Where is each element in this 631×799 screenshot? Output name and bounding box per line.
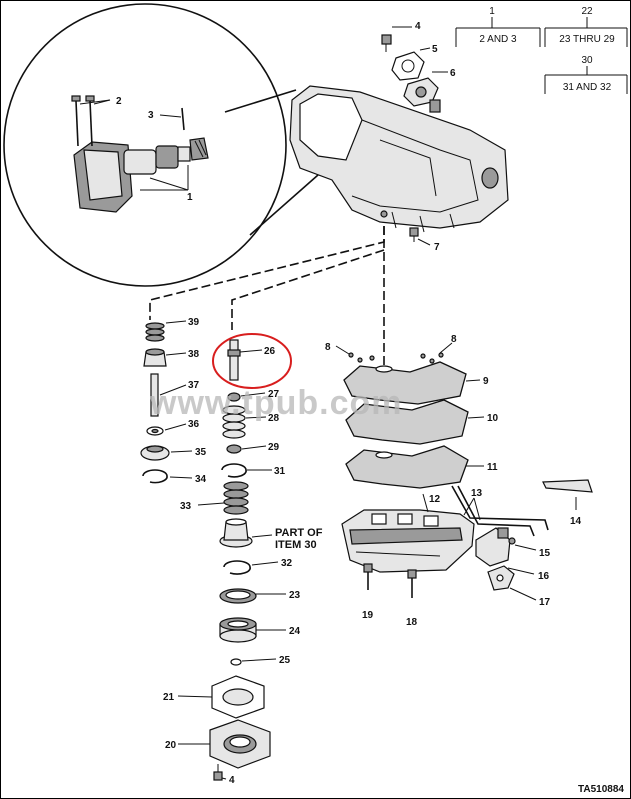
- callout-23: 23: [289, 590, 301, 601]
- callout-12: 12: [429, 494, 441, 505]
- center-accumulator-stack: [177, 339, 286, 781]
- left-valve-stack: [140, 320, 193, 484]
- roll-pin: [181, 107, 185, 131]
- check-balls-8: [335, 342, 453, 364]
- seal-35: [140, 445, 170, 461]
- gasket-5: [391, 51, 425, 81]
- callout-27: 27: [268, 389, 280, 400]
- detail-view-circle: [3, 3, 319, 287]
- callout-35: 35: [195, 447, 207, 458]
- watermark: www.tpub.com: [149, 384, 403, 422]
- o-ring-25: [230, 658, 242, 666]
- callout-13: 13: [471, 488, 483, 499]
- callout-31: 31: [274, 466, 286, 477]
- callout-4-bottom: 4: [229, 775, 235, 786]
- solenoid-16: [475, 527, 511, 567]
- callout-6: 6: [450, 68, 456, 79]
- tree-node-30-children: 31 AND 32: [563, 82, 612, 93]
- separator-plate-10: [345, 399, 469, 445]
- callout-19: 19: [362, 610, 374, 621]
- callout-37: 37: [188, 380, 200, 391]
- callout-20: 20: [165, 740, 177, 751]
- callout-25: 25: [279, 655, 291, 666]
- callout-29: 29: [268, 442, 280, 453]
- top-hardware: [381, 26, 448, 113]
- callout-14: 14: [570, 516, 582, 527]
- callout-24: 24: [289, 626, 301, 637]
- part-of-label-line1: PART OF: [275, 527, 323, 539]
- tree-node-22-children: 23 THRU 29: [559, 34, 615, 45]
- callout-32: 32: [281, 558, 293, 569]
- tree-node-22: 22: [581, 6, 593, 17]
- assembly-leader-lines: [149, 226, 385, 366]
- seal-23: [219, 588, 257, 604]
- tree-node-1: 1: [489, 6, 495, 17]
- snap-ring-31: [221, 463, 247, 478]
- snap-ring-32: [223, 560, 251, 575]
- callout-26: 26: [264, 346, 276, 357]
- callout-15: 15: [539, 548, 551, 559]
- callout-2: 2: [116, 96, 122, 107]
- speedometer-driven-gear-assembly: [73, 137, 209, 213]
- callout-21: 21: [163, 692, 175, 703]
- screw-15: [508, 537, 516, 545]
- callout-8-left: 8: [325, 342, 331, 353]
- retaining-bolts: [71, 95, 95, 147]
- callout-5: 5: [432, 44, 438, 55]
- gasket-plate-11: [345, 445, 469, 489]
- callout-4-top: 4: [415, 21, 421, 32]
- seal-29: [226, 444, 242, 454]
- callout-16: 16: [538, 571, 550, 582]
- bolt-18: [407, 569, 417, 598]
- callout-labels: 2 3 1 4 5 6 7 39 38 37 36 35 34 26 27 28…: [116, 21, 582, 786]
- callout-17: 17: [539, 597, 551, 608]
- callout-10: 10: [487, 413, 499, 424]
- figure-id: TA510884: [578, 784, 624, 795]
- callout-33: 33: [180, 501, 192, 512]
- part-of-label-line2: ITEM 30: [275, 539, 317, 551]
- spring-28: [222, 405, 246, 439]
- piston-24: [219, 617, 257, 643]
- valve-38: [143, 348, 167, 367]
- snap-ring-34: [142, 469, 168, 484]
- callout-39: 39: [188, 317, 200, 328]
- bolt-7: [409, 227, 431, 246]
- parts-hierarchy-tree: 1 2 AND 3 22 23 THRU 29 30 31 AND 32: [455, 6, 628, 94]
- callout-28: 28: [268, 413, 280, 424]
- callout-8-right: 8: [451, 334, 457, 345]
- ring-27: [227, 392, 241, 402]
- callout-36: 36: [188, 419, 200, 430]
- spring-33: [223, 481, 249, 515]
- tool-14: [542, 479, 593, 493]
- tree-node-1-children: 2 AND 3: [479, 34, 517, 45]
- rod-37: [150, 373, 159, 417]
- piston-item-30: [219, 518, 253, 548]
- callout-38: 38: [188, 349, 200, 360]
- callout-11: 11: [487, 462, 498, 473]
- bolt-4-top: [381, 34, 392, 45]
- hex-keys-13: [451, 485, 549, 537]
- bolt-4-bottom: [213, 764, 223, 781]
- highlight-circle: [212, 333, 292, 389]
- cover-20: [209, 719, 271, 769]
- gasket-21: [211, 675, 265, 719]
- valve-body-group: [335, 342, 593, 601]
- fitting-6: [429, 99, 441, 113]
- pin-26: [227, 339, 241, 381]
- bolt-19: [363, 563, 373, 590]
- callout-9: 9: [483, 376, 489, 387]
- valve-body-12: [341, 509, 475, 573]
- callout-7: 7: [434, 242, 440, 253]
- callout-18: 18: [406, 617, 418, 628]
- callout-3: 3: [148, 110, 154, 121]
- tree-node-30: 30: [581, 55, 593, 66]
- transmission-case: [289, 85, 509, 233]
- callout-34: 34: [195, 474, 207, 485]
- spring-39: [145, 322, 165, 342]
- callout-1: 1: [187, 192, 193, 203]
